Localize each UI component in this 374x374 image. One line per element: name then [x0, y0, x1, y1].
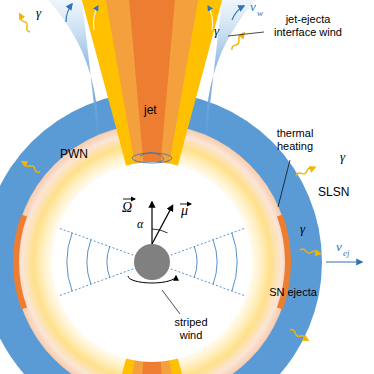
annotation-text: jet-ejecta interface wind [264, 13, 352, 38]
velocity-subscript-box: w [257, 8, 263, 18]
photon-arrow [300, 249, 321, 256]
wind-velocity-arrow [208, 6, 213, 30]
region-label: SLSN [318, 186, 349, 200]
region-label-box: PWN [60, 148, 88, 162]
velocity-subscript-box: ej [343, 248, 350, 258]
photon-arrow [295, 166, 315, 178]
annotation-text-box: thermal heating [268, 127, 322, 152]
leader-line [228, 32, 264, 36]
wind-velocity-arrow [94, 6, 99, 30]
vector-symbol: Ω [122, 200, 132, 216]
vector-symbol: μ [181, 203, 188, 219]
neutron-star [134, 244, 170, 280]
velocity-symbol: v [250, 0, 256, 15]
vector-symbol-box: Ω [122, 200, 132, 216]
photon-symbol: γ [340, 150, 345, 165]
photon-symbol-box: γ [36, 6, 41, 21]
photon-symbol: γ [214, 24, 219, 39]
photon-arrow [18, 13, 31, 33]
region-label: jet [144, 104, 157, 118]
velocity-symbol-box: v [336, 240, 342, 255]
photon-symbol-box: γ [340, 150, 345, 165]
annotation-text-box: striped wind [166, 316, 216, 341]
vector-symbol-box: μ [181, 203, 188, 219]
annotation-text-box: jet-ejecta interface wind [264, 13, 352, 38]
velocity-subscript: ej [343, 248, 350, 258]
angle-symbol: α [137, 218, 143, 232]
leader-line [162, 290, 180, 314]
angle-symbol-box: α [137, 218, 143, 232]
photon-arrow [289, 329, 309, 342]
inclination-arc [152, 229, 168, 233]
wind-stripe [194, 247, 197, 278]
region-label: PWN [60, 148, 88, 162]
region-label-box: SLSN [318, 186, 349, 200]
magnetic-axis-arrow [152, 205, 173, 244]
velocity-symbol: v [336, 240, 342, 255]
photon-symbol-box: γ [300, 222, 305, 237]
velocity-symbol-box: v [250, 0, 256, 15]
wind-stripe [107, 247, 110, 278]
wind-velocity-arrow [232, 6, 244, 20]
photon-symbol-box: γ [214, 24, 219, 39]
ejecta-velocity-arrow [326, 261, 362, 262]
jet-base-spiral [140, 153, 164, 162]
region-label-box: jet [144, 104, 157, 118]
jet-base-loop [132, 153, 172, 163]
inner-cavity [52, 162, 252, 362]
wind-stripe [87, 240, 91, 284]
wind-stripe [232, 233, 237, 291]
photon-arrows [18, 13, 321, 342]
region-label: SN ejecta [268, 286, 318, 299]
photon-arrow [21, 160, 41, 173]
photon-symbol: γ [36, 6, 41, 21]
wind-stripe [213, 240, 217, 284]
vector-mark [123, 199, 135, 200]
spin-axis-arrow [151, 202, 152, 244]
photon-symbol: γ [300, 222, 305, 237]
region-label-box: SN ejecta [268, 286, 318, 299]
annotation-text: thermal heating [268, 127, 322, 152]
thermal-heating-arc [16, 216, 24, 309]
leader-line [278, 160, 290, 207]
annotation-text: striped wind [166, 316, 216, 341]
velocity-subscript: w [257, 8, 263, 18]
wind-velocity-arrow [66, 4, 72, 22]
wind-stripe [67, 233, 72, 291]
